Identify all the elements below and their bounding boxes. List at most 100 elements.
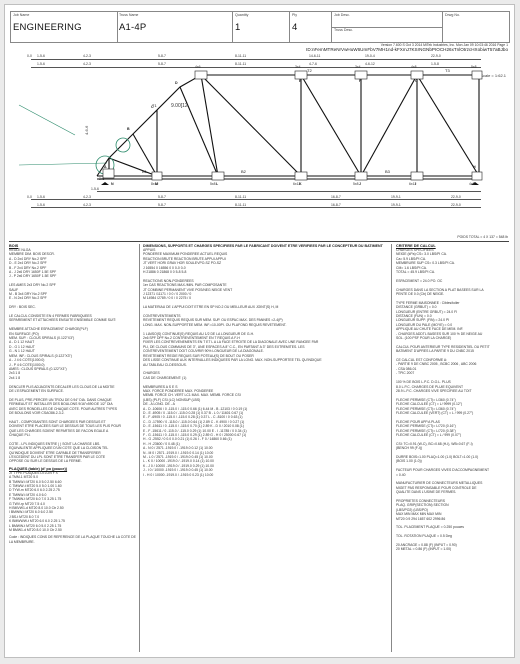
criteria-line: MIGET PAS RESPONSABLE POUR CONTROLE DE xyxy=(396,485,477,490)
load-line: M 14984 /2789 / 0 0 / 0 2275 / 0 xyxy=(143,296,192,301)
plate-line: K BMWWW-t MT20 6.0 6.0 2.25 1.75 xyxy=(9,519,65,524)
plate-size-10: 5x8 xyxy=(353,182,359,186)
load-line: 2x6 SPF DPF No.2 CONTREVENTEMENT EN T RE… xyxy=(143,336,240,341)
bot-sub-3: 8-11-11 xyxy=(235,203,247,207)
joint-k: K xyxy=(299,182,302,186)
ply-value: 4 xyxy=(292,22,298,33)
top-dim-4: 8-11-11 xyxy=(235,54,247,58)
lumber-line: A - J 2x6 DRY 1650F 1.5E SPF xyxy=(9,270,57,275)
id-line: ID:nFemMTReNrVwHuW6UmFbV7MH1nd-kFXmJ7KSr… xyxy=(306,47,508,52)
bot-dim-2: 4-2-3 xyxy=(83,195,91,199)
plate-size-3: 3x4 xyxy=(355,65,361,69)
quantity-value: 1 xyxy=(235,22,241,33)
criteria-line: DISTANCE (GRBUT) = 0.0 xyxy=(396,305,437,310)
title-block: Job Name ENGINEERING Truss Name A1-4P Qu… xyxy=(10,11,510,43)
bot-dim-7: 22-9-0 xyxy=(451,195,461,199)
top-dim-9: 22-9-0 xyxy=(431,54,441,58)
top-sub-2: 5-8-7 xyxy=(158,62,166,66)
load-line: C - D -17590 / 0 -115.0 / -115.0 0.64 (1… xyxy=(143,419,245,424)
plate-line: B TMWW-t MT20 6.0 5.0 2.50 6.60 xyxy=(9,479,62,484)
plate-size-12: 4x8 xyxy=(469,182,475,186)
bot-dim-line-2 xyxy=(31,199,481,200)
criteria-line: PENTE DE 0.0 (Cb) DE NEIGE. xyxy=(396,292,445,297)
criteria-line: CHARGES SPECIFIEES xyxy=(396,248,434,252)
load-line: AU TABLEAU CI-DESSOUS. xyxy=(143,362,187,367)
joint-e: E xyxy=(299,79,302,83)
criteria-line: MT20 0.9 294 1657 602 2996 86 xyxy=(396,516,446,521)
svg-text:4-6-6: 4-6-6 xyxy=(84,125,89,135)
top-dim-7: 19-0-4 xyxy=(365,54,375,58)
load-line: CAS DE CHARGEMENT: (1) xyxy=(143,375,187,380)
lumber-line: M - B 3x4 DRY No.2 SPF xyxy=(9,292,48,297)
svg-text:B3: B3 xyxy=(385,169,391,174)
lumber-line: DE BOULONS VOIR CSAO86.2-3.2. xyxy=(9,410,65,415)
lumber-line: L'EXCEDENT DU LPL SONT ETRE TRANSFER PAR… xyxy=(9,454,106,459)
scale-label: Scale = 1:62.1 xyxy=(480,73,506,78)
code-note: Code : INDIQUES CONS DE REFERENCE DE LA … xyxy=(9,535,136,544)
criteria-line: - PARTIE 9 DE CNBC 2005 , BCBC 2006 , AB… xyxy=(396,362,477,367)
criteria-line: FLECHE PERMISE (CT)= L/720 (0.16") xyxy=(396,424,456,429)
top-sub-1: 4-2-3 xyxy=(83,62,91,66)
criteria-line: - CHARGES ADDTL BASEES SUR 100 % DE NEIG… xyxy=(396,331,483,336)
load-line: L - K 0 / 10000 -1919.0 / -1919.0 0.14 (… xyxy=(143,459,214,464)
criteria-line: FLECHE PERMISE (CT)= L/360 (0.74") xyxy=(396,406,456,411)
lumber-line: D - E 2x4 DRY No.2 SPF xyxy=(9,261,47,266)
criteria-line: 8.0 L.P.C. CHARGES DE PLUIE EQUIVENT xyxy=(396,384,464,389)
section-divider xyxy=(9,241,509,242)
lumber-line: LE CALCUL CONSISTE EN 4 FERMES FABRIQUEE… xyxy=(9,314,92,319)
load-line: DE - A LONG. DE - A xyxy=(143,402,175,407)
criteria-line: CE CALCUL EST CONFORME A: xyxy=(396,358,448,363)
load-line: F - G -15611 / 0 -115.0 / -115.0 0.29 (1… xyxy=(143,432,247,437)
job-name-value: ENGINEERING xyxy=(13,22,82,33)
bot-dim-line-3 xyxy=(31,207,481,208)
criteria-line: (BOIS 1.00 (1.0)) xyxy=(396,459,422,464)
load-line: D - E -6905 / 0 -115.0 / -115.0 0.28 (1)… xyxy=(143,410,244,415)
criteria-line: Ca= 5.9 LBS/PI CA. xyxy=(396,256,427,261)
criteria-line: NEIGE (kPa) CS= 3.0 LBS/PI CA. xyxy=(396,252,447,257)
criteria-line: PLAQ. GRIP(SECTION) SECTION xyxy=(396,503,449,508)
plate-size-2: 3x4 xyxy=(295,65,301,69)
criteria-line: FLECHE PERMISE (CT)= L/360 (0.74") xyxy=(396,397,456,402)
top-sub-4: 4-7-6 xyxy=(309,62,317,66)
criteria-line: PROPRIETES CONNECTEURS xyxy=(396,498,445,503)
load-line: JT VERT HORI GRAV HOR SOULEVPO-SZ PO-SZ xyxy=(143,261,222,266)
load-line: MEMB. FORCE CH. VERT LC1 MAX. MAX. MEMB.… xyxy=(143,393,241,398)
joint-h: H xyxy=(473,165,476,169)
load-line: J 16554 0 16556 0 0 0-0 0-0 xyxy=(143,265,186,270)
joint-labels: A B C D E F G H I J K L M N 4x6 3x4 3x4 … xyxy=(5,65,514,189)
lumber-line: HAUT - COMPOSANTES SONT CHARGEES PAR DES… xyxy=(9,419,106,424)
load-line: J - I 0 / 10000 -1919.0 / -1919.0 0.45 (… xyxy=(143,468,213,473)
truss-name-cell: Truss Name A1-4P xyxy=(117,11,233,43)
svg-text:T3: T3 xyxy=(445,68,450,73)
lumber-line: 2x3 1 8 xyxy=(9,371,21,376)
criteria-line: ESPACEMENT = 24.0 PO. OC xyxy=(396,278,443,283)
load-line: JT COMBINE PERMANENT VIVE POS/NEG NEIGE … xyxy=(143,287,233,292)
load-line: FIXER LES CONTREVENEMENTS EN T ET L A LA… xyxy=(143,340,319,345)
lumber-line: A - J 4 6 COTE(1000.0) xyxy=(9,358,45,363)
criteria-line: 20 METAL = 0.86 (F) (INPUT = 1.00) xyxy=(396,547,452,552)
lumber-line: DE L'ESPACEMENT EN SURFACE. xyxy=(9,388,64,393)
plate-size-8: 5x8 xyxy=(210,182,216,186)
ply-cell: Ply 4 xyxy=(290,11,332,43)
lumber-line: DE PLUS, PRE-PERCER UN TROU DE 0.94" DIA… xyxy=(9,397,112,402)
load-line: REVETEMENT REQUIS REQUIS SUR MEM. SUP. O… xyxy=(143,318,283,323)
top-dim-5: 14-6-11 xyxy=(309,54,321,58)
joint-n: N xyxy=(111,182,114,186)
load-line: N - M 0 / 2571 -1919.0 / -1919.0 0.14 (1… xyxy=(143,450,214,455)
criteria-line: CM= 1.6 LBS/PI CA. xyxy=(396,265,427,270)
lumber-line: CHAQUE PLI. xyxy=(9,432,31,437)
lumber-line: EQUIVALENTE APPLIQUEE D'UN COTE QUE LA C… xyxy=(9,446,109,451)
load-line: (LBS) (PLF) CSI (LC) NONSUP (LBS) xyxy=(143,397,201,402)
criteria-line: FLECHE CALCULEE (CT) = L/ 9999 (0.12") xyxy=(396,402,463,407)
joint-l: L xyxy=(216,182,219,186)
desc-cell: Job Desc. Truss Desc. xyxy=(332,11,443,43)
plate-line: JT TYPE PLAQUES DI LON Y X xyxy=(9,470,58,475)
load-line: K - J 0 / 10000 -1919.0 / -1919.0 0.29 (… xyxy=(143,463,214,468)
bot-dim-3: 5-8-7 xyxy=(158,195,166,199)
bot-dim-line-1 xyxy=(97,191,481,192)
svg-text:B1: B1 xyxy=(142,169,148,174)
criteria-line: FLECHE CALCULEE (VERT) (CT) = L / 999 (0… xyxy=(396,410,474,415)
load-line: MEMBRURES A S E S xyxy=(143,384,178,389)
